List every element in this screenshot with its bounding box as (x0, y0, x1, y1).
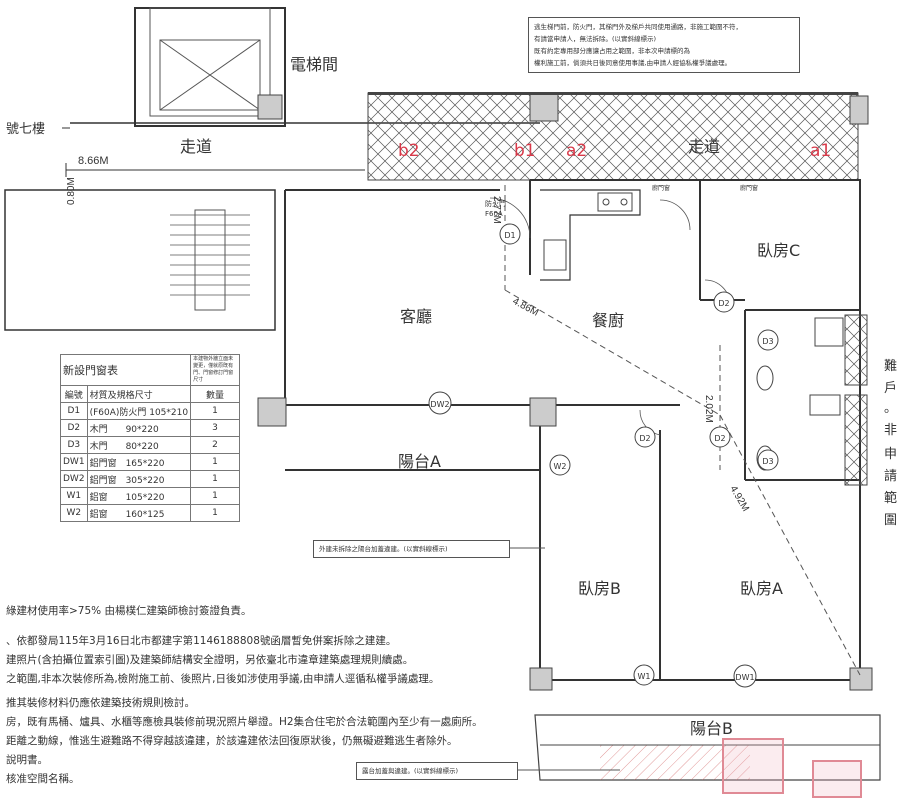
label-fire-door: 防火門 (485, 199, 506, 208)
tag-dw1: DW1 (735, 673, 754, 682)
kitchen-counter (540, 189, 641, 281)
callout-balcony-b: 露台加蓋與違建。(以實斜線標示) (356, 762, 518, 780)
stairwell (4, 189, 276, 331)
svg-text:申: 申 (884, 447, 897, 462)
section-markers: b2 b1 a2 a1 (398, 141, 831, 161)
room-balcony-a: 陽台A (398, 452, 441, 471)
tag-d2-c: D2 (718, 299, 729, 308)
tag-d2-a: D2 (714, 434, 725, 443)
dim-diag-dining: 4.86M (511, 296, 541, 319)
tag-dw2: DW2 (430, 400, 449, 409)
room-bedroom-a: 臥房A (740, 579, 783, 598)
note-5: 推其裝修材料仍應依建築技術規則檢討。 (6, 697, 195, 709)
svg-text:戶: 戶 (884, 381, 897, 396)
note-4: 之範圍,非本次裝修所為,檢附施工前、後照片,日後如涉使用爭議,由申請人逕循私權爭… (6, 673, 440, 685)
seal-stamp (722, 738, 784, 794)
label-kitchen-door: 廚門窗 (652, 184, 670, 192)
hatched-corridor (367, 92, 869, 181)
room-corridor-right: 走道 (688, 137, 720, 156)
marker-b1: b1 (514, 141, 536, 161)
dim-corridor-depth: 0.80M (66, 177, 77, 205)
marker-a1: a1 (810, 141, 831, 161)
note-9: 核准空間名稱。 (6, 773, 80, 785)
note-8: 說明書。 (6, 754, 48, 766)
room-dining-kitchen: 餐廚 (592, 311, 624, 330)
tag-w1: W1 (638, 672, 651, 681)
bathroom-fixtures (756, 317, 844, 471)
door-tags: D1 D2 D2 D2 D3 D3 DW2 DW1 W2 W1 (428, 223, 779, 688)
room-balcony-b: 陽台B (690, 719, 733, 738)
tag-d2-b: D2 (639, 434, 650, 443)
note-1: 綠建材使用率>75% 由楊樸仁建築師檢討簽證負責。 (6, 605, 252, 617)
elevator-shaft (134, 7, 286, 127)
dim-vertical-mid: 2.02M (703, 395, 714, 423)
marker-a2: a2 (566, 141, 587, 161)
marker-b2: b2 (398, 141, 420, 161)
tag-d3-top: D3 (762, 337, 773, 346)
balcony-b-area (534, 714, 881, 781)
door-window-schedule: 新設門窗表 本建物外牆立面未變更，僅就原既有門、門窗修訂門窗尺寸 編號 材質及規… (59, 354, 240, 522)
tag-w2: W2 (554, 462, 567, 471)
room-living: 客廳 (400, 307, 432, 326)
svg-text:圍: 圍 (884, 513, 897, 528)
svg-text:範: 範 (884, 491, 897, 506)
diagonal-dims (504, 185, 861, 676)
seal-stamp (812, 760, 862, 798)
room-bedroom-b: 臥房B (578, 579, 621, 598)
room-elevator-hall: 電梯間 (290, 55, 338, 74)
svg-text:非: 非 (884, 423, 897, 438)
tag-d3-bot: D3 (762, 457, 773, 466)
note-6: 房，既有馬桶、爐具、水櫃等應檢具裝修前現況照片舉證。H2集合住宅於合法範圍內至少… (6, 716, 483, 728)
room-corridor-left: 走道 (180, 137, 212, 156)
note-3: 建照片(含拍攝位置索引圖)及建築師結構安全證明，另依臺北市違章建築處理規則續處。 (6, 654, 414, 666)
tag-d1: D1 (504, 231, 515, 240)
note-2: 、依都發局115年3月16日北市都建字第1146188808號函層暫免併案拆除之… (6, 635, 397, 647)
schedule-title: 新設門窗表 (59, 354, 192, 386)
legend-box-top: 逃生梯門前，防火門，其梯門外及梯戶共同使用通路，非施工範圍不符， 有請當申請人，… (528, 17, 800, 73)
svg-text:。: 。 (884, 401, 897, 416)
callout-balcony-a: 外建未拆除之陽台加蓋違建。(以實斜線標示) (313, 540, 510, 558)
note-7: 距離之動線，惟逃生避難路不得穿越該違建，於該違建依法回復原狀後，仍無礙避難逃生者… (6, 735, 458, 747)
room-bedroom-c: 臥房C (757, 241, 800, 260)
svg-text:難: 難 (884, 359, 897, 374)
dim-diag-bedroom: 4.92M (727, 484, 750, 514)
label-window: 廚門窗 (740, 184, 758, 192)
floor-label: 號七樓 (6, 122, 45, 137)
svg-text:請: 請 (884, 469, 897, 484)
schedule-note: 本建物外牆立面未變更，僅就原既有門、門窗修訂門窗尺寸 (190, 354, 240, 386)
label-fire-door-type: F60A (485, 210, 503, 218)
dim-entry-depth: 2.77M (491, 196, 502, 224)
right-edge-text: 難 戶 。 非 申 請 範 圍 (884, 359, 897, 528)
dim-corridor-width: 8.66M (78, 155, 109, 167)
